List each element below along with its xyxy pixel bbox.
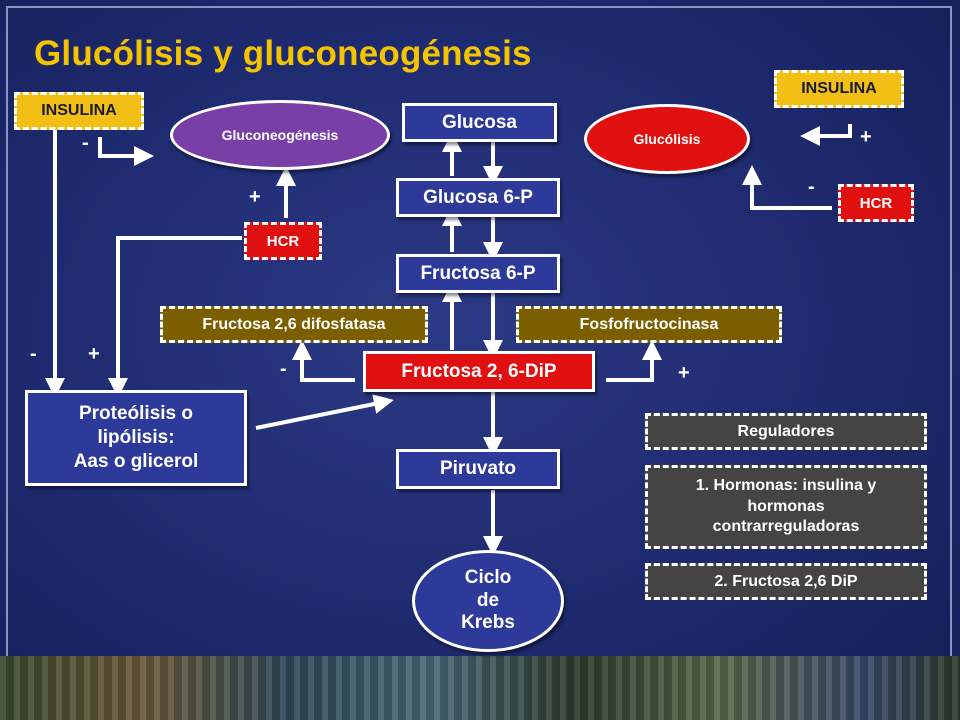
fructosa6p-box: Fructosa 6-P [396,254,560,293]
page-title: Glucólisis y gluconeogénesis [34,34,532,73]
hcr-right-box: HCR [838,184,914,222]
insulina-left-label: INSULINA [41,102,117,119]
krebs-line-1: Ciclo [464,566,512,588]
legend-item-2-label: 2. Fructosa 2,6 DiP [714,572,858,590]
arrow-insulina-gluconeo [98,137,154,166]
hcr-left-box: HCR [244,222,322,260]
sign-plus-proteolisis: + [88,343,100,365]
insulina-right-box: INSULINA [774,70,904,108]
sign-minus-proteolisis: - [30,343,37,365]
legend-reguladores-label: Reguladores [737,422,835,440]
fructosa6p-label: Fructosa 6-P [420,262,536,284]
glucolisis-label: Glucólisis [633,131,701,147]
legend-item-1-line-3: contrarreguladoras [712,518,860,536]
glucolisis-ellipse: Glucólisis [584,104,750,174]
fosfofructocinasa-box: Fosfofructocinasa [516,306,782,343]
hcr-right-label: HCR [859,194,893,212]
legend-item-1-line-2: hormonas [747,497,825,515]
legend-reguladores: Reguladores [645,413,927,450]
krebs-ellipse: Ciclo de Krebs [412,550,564,652]
glucosa-label: Glucosa [442,111,517,133]
arrow-f26-plus [606,340,662,382]
insulina-right-label: INSULINA [801,80,877,97]
fructosa26dip-box: Fructosa 2, 6-DiP [363,351,595,392]
proteolisis-line-3: Aas o glicerol [73,450,199,472]
hcr-left-label: HCR [266,232,300,250]
bottom-photo-strip [0,656,960,720]
arrow-hcr-proteolisis [108,236,242,398]
proteolisis-line-1: Proteólisis o [78,403,194,425]
difosfatasa-box: Fructosa 2,6 difosfatasa [160,306,428,343]
sign-minus-insulina-left: - [82,132,89,154]
gluconeogenesis-ellipse: Gluconeogénesis [170,100,390,170]
arrow-f26-minus [292,340,355,382]
proteolisis-box: Proteólisis o lipólisis: Aas o glicerol [25,390,247,486]
arrow-proteolisis-f26 [255,394,394,430]
fructosa26dip-label: Fructosa 2, 6-DiP [401,360,557,382]
glucosa6p-label: Glucosa 6-P [423,186,533,208]
piruvato-label: Piruvato [439,458,517,479]
legend-item-2: 2. Fructosa 2,6 DiP [645,563,927,600]
fosfofructocinasa-label: Fosfofructocinasa [579,315,719,333]
piruvato-box: Piruvato [396,449,560,489]
glucosa-box: Glucosa [402,103,557,142]
glucosa6p-box: Glucosa 6-P [396,178,560,217]
arrow-insulina-glucolisis [800,124,852,146]
sign-minus-f26: - [280,358,287,380]
difosfatasa-label: Fructosa 2,6 difosfatasa [202,315,386,333]
sign-plus-f26: + [678,362,690,384]
sign-plus-hcr-left: + [249,186,261,208]
insulina-left-box: INSULINA [14,92,144,130]
sign-minus-hcr-right: - [808,176,815,198]
krebs-line-2: de [476,589,500,611]
legend-item-1: 1. Hormonas: insulina y hormonas contrar… [645,465,927,549]
legend-item-1-line-1: 1. Hormonas: insulina y [695,476,877,494]
gluconeogenesis-label: Gluconeogénesis [221,127,339,143]
proteolisis-line-2: lipólisis: [97,427,175,449]
arrow-hcr-glucolisis [742,165,832,210]
sign-plus-insulina-right: + [860,126,872,148]
krebs-line-3: Krebs [461,612,515,634]
